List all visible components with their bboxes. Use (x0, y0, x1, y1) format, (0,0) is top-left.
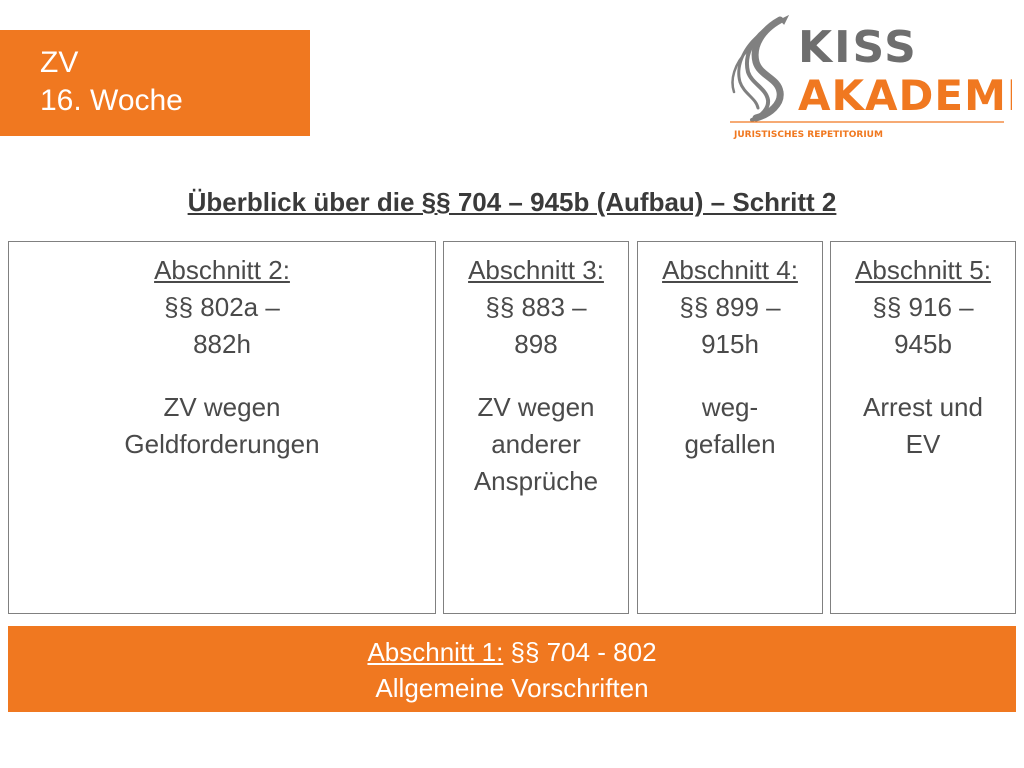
section-heading: Abschnitt 5: (855, 255, 991, 285)
section-range: §§ 916 – (872, 292, 974, 322)
section-range: §§ 802a – (164, 292, 280, 322)
section-description: weg- (701, 392, 759, 422)
slide-heading: Überblick über die §§ 704 – 945b (Aufbau… (0, 187, 1024, 218)
slide-title-line2: 16. Woche (40, 84, 183, 117)
section-description: Ansprüche (473, 466, 599, 496)
section-description: gefallen (684, 429, 776, 459)
section-box-4: Abschnitt 4: §§ 899 – 915h weg- gefallen (637, 241, 823, 614)
phoenix-icon (731, 14, 790, 122)
section-range-end: 882h (193, 329, 251, 359)
section-range-end: 915h (701, 329, 759, 359)
section-range: §§ 899 – (679, 292, 781, 322)
logo-kiss-text: KISS (798, 22, 918, 73)
logo-tagline: JURISTISCHES REPETITORIUM (733, 130, 883, 140)
section-1-heading: Abschnitt 1: (367, 637, 504, 667)
section-1-description: Allgemeine Vorschriften (375, 673, 649, 703)
kiss-akademie-logo: KISS AKADEMIE JURISTISCHES REPETITORIUM (730, 14, 1012, 140)
section-box-2: Abschnitt 2: §§ 802a – 882h ZV wegen Gel… (8, 241, 436, 614)
section-description: ZV wegen (477, 392, 595, 422)
section-description: anderer (491, 429, 581, 459)
section-heading: Abschnitt 2: (154, 255, 290, 285)
slide-title-line1: ZV (40, 46, 79, 79)
section-box-5: Abschnitt 5: §§ 916 – 945b Arrest und EV (830, 241, 1016, 614)
section-description: ZV wegen (163, 392, 281, 422)
section-description: Arrest und (863, 392, 983, 422)
section-description: Geldforderungen (124, 429, 320, 459)
section-range-end: 898 (514, 329, 558, 359)
section-range: §§ 883 – (485, 292, 587, 322)
section-1-bar: Abschnitt 1: §§ 704 - 802 Allgemeine Vor… (8, 626, 1016, 712)
logo-akademie-text: AKADEMIE (798, 71, 1012, 120)
section-1-range: §§ 704 - 802 (503, 637, 657, 667)
slide-heading-text: Überblick über die §§ 704 – 945b (Aufbau… (187, 187, 837, 217)
section-1-title: Abschnitt 1: §§ 704 - 802 (8, 634, 1016, 670)
section-description: EV (905, 429, 941, 459)
section-heading: Abschnitt 4: (662, 255, 798, 285)
slide-title-box: ZV 16. Woche (0, 30, 310, 136)
section-heading: Abschnitt 3: (468, 255, 604, 285)
section-range-end: 945b (894, 329, 952, 359)
section-box-3: Abschnitt 3: §§ 883 – 898 ZV wegen ander… (443, 241, 629, 614)
